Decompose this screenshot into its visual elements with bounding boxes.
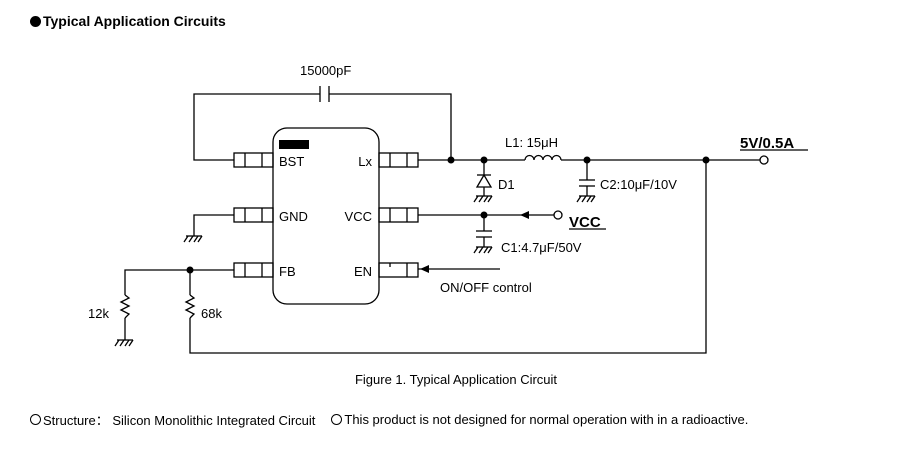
vcc-arrow-icon	[520, 211, 529, 219]
junction-dot	[480, 156, 488, 164]
resistor-68k	[184, 294, 196, 319]
pin-label-bst: BST	[279, 154, 304, 169]
pin-fb-lead	[233, 262, 274, 278]
resistor-12k	[119, 294, 131, 319]
vcc-terminal	[553, 210, 563, 220]
junction-dot	[702, 156, 710, 164]
diode-anode-triangle	[475, 173, 493, 188]
enable-label: ON/OFF control	[440, 280, 532, 295]
pin-label-vcc: VCC	[345, 209, 372, 224]
input-cap-label: C1:4.7μF/50V	[501, 240, 582, 255]
inductor-label: L1: 15μH	[505, 135, 558, 150]
gnd-wire	[193, 214, 234, 236]
fb-wire	[124, 269, 234, 295]
pin-en-lead	[378, 262, 419, 278]
diode-ground-icon	[473, 195, 493, 203]
output-terminal	[759, 155, 769, 165]
boot-wire-left	[193, 93, 320, 161]
r12k-label: 12k	[88, 306, 109, 321]
figure-caption: Figure 1. Typical Application Circuit	[354, 372, 558, 387]
pin-lx-lead	[378, 152, 419, 168]
section-heading: Typical Application Circuits	[30, 13, 226, 29]
pin-label-fb: FB	[279, 264, 296, 279]
pin-label-lx: Lx	[358, 154, 372, 169]
pin-gnd-lead	[233, 207, 274, 223]
output-label: 5V/0.5A	[740, 135, 794, 152]
pin-label-en: EN	[354, 264, 372, 279]
gnd-ground-icon	[183, 235, 203, 243]
boot-cap-label: 15000pF	[300, 63, 351, 78]
note-structure: Structure： Silicon Monolithic Integrated…	[30, 410, 315, 429]
diode-label: D1	[498, 177, 515, 192]
circle-bullet-icon	[30, 414, 41, 425]
circle-bullet-icon	[331, 414, 343, 425]
bullet-icon	[30, 15, 41, 27]
r12k-ground-icon	[114, 339, 134, 347]
note-text: This product is not designed for normal …	[344, 412, 749, 427]
pin-label-gnd: GND	[279, 209, 308, 224]
c1-ground-icon	[473, 246, 493, 254]
junction-dot	[447, 156, 455, 164]
c2-ground-icon	[576, 195, 596, 203]
pin-vcc-lead	[378, 207, 419, 223]
inductor-coil	[524, 154, 562, 161]
r68k-label: 68k	[201, 306, 222, 321]
boot-wire-right	[329, 93, 452, 160]
pin1-marker	[279, 140, 309, 149]
feedback-return-wire	[189, 160, 707, 354]
vcc-terminal-label: VCC	[569, 214, 601, 231]
junction-dot	[480, 211, 488, 219]
note-text: Structure： Silicon Monolithic Integrated…	[43, 413, 316, 428]
note-radiation: This product is not designed for normal …	[331, 410, 748, 429]
heading-text: Typical Application Circuits	[43, 13, 226, 29]
notes-row: Structure： Silicon Monolithic Integrated…	[30, 410, 748, 429]
pin-bst-lead	[233, 152, 274, 168]
output-cap-label: C2:10μF/10V	[600, 177, 677, 192]
junction-dot	[186, 266, 194, 274]
en-arrow-icon	[420, 265, 429, 273]
junction-dot	[583, 156, 591, 164]
